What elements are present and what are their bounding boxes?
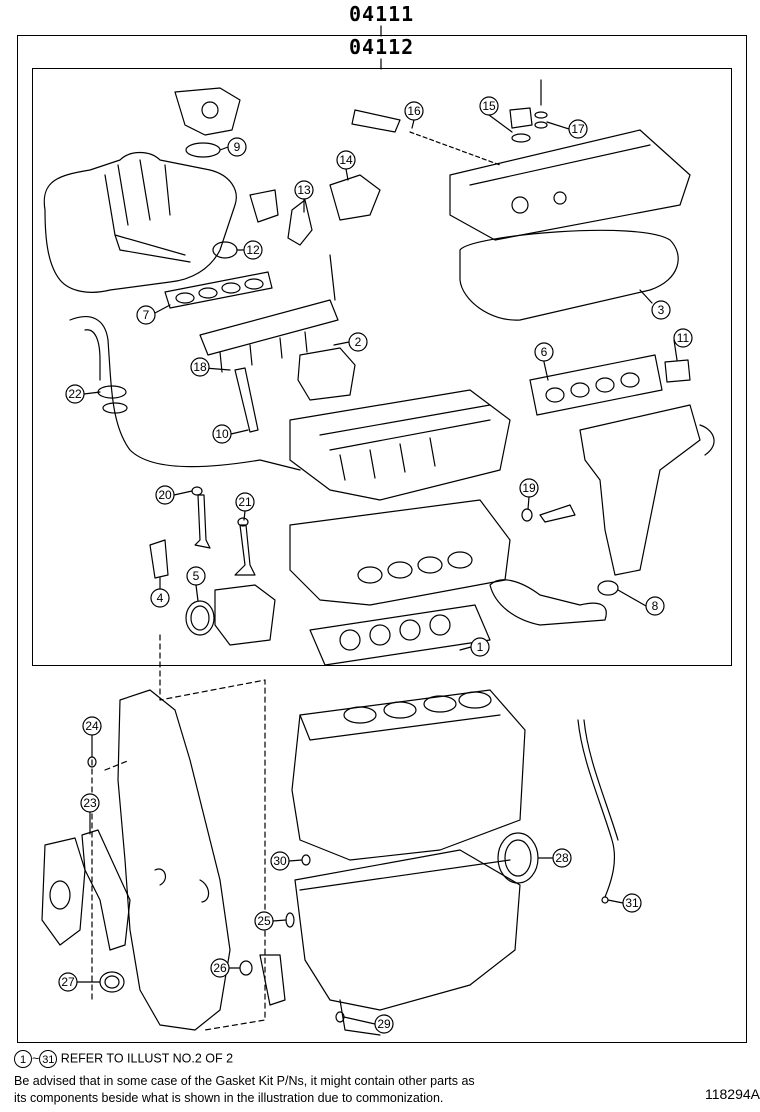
head-gasket-drawing <box>309 604 491 666</box>
callout-17: 17 <box>568 119 588 139</box>
callout-8: 8 <box>645 596 665 616</box>
callout-number: 4 <box>157 591 164 605</box>
callout-number: 2 <box>355 335 362 349</box>
callout-2: 2 <box>348 332 368 352</box>
callout-16: 16 <box>404 101 424 121</box>
callout-29: 29 <box>374 1014 394 1034</box>
callout-number: 28 <box>555 851 569 865</box>
callout-10: 10 <box>212 424 232 444</box>
outer-kit-frame <box>17 35 747 1043</box>
timing-cover-drawing <box>117 689 231 1031</box>
callout-11: 11 <box>673 328 693 348</box>
callout-1: 1 <box>470 637 490 657</box>
callout-15: 15 <box>479 96 499 116</box>
intake-manifold-drawing <box>43 87 241 293</box>
callout-number: 7 <box>143 308 150 322</box>
oil-pan-drawing <box>294 849 521 1036</box>
callout-number: 31 <box>625 896 639 910</box>
callout-27: 27 <box>58 972 78 992</box>
callout-23: 23 <box>80 793 100 813</box>
inner-kit-code: 04112 <box>349 35 415 59</box>
callout-30: 30 <box>270 851 290 871</box>
callout-number: 19 <box>522 481 536 495</box>
callout-number: 17 <box>571 122 585 136</box>
callout-number: 9 <box>234 140 241 154</box>
range-to-badge: 31 <box>39 1050 58 1068</box>
callout-7: 7 <box>136 305 156 325</box>
callout-12: 12 <box>243 240 263 260</box>
callout-24: 24 <box>82 716 102 736</box>
fuel-rail-drawing <box>199 254 339 373</box>
callout-26: 26 <box>210 958 230 978</box>
callout-number: 13 <box>297 183 311 197</box>
callout-number: 15 <box>482 99 496 113</box>
callout-number: 11 <box>677 331 690 345</box>
callout-6: 6 <box>534 342 554 362</box>
advisory-line-1: Be advised that in some case of the Gask… <box>14 1074 475 1088</box>
cylinder-head-cover-drawing <box>449 129 691 241</box>
range-from-badge: 1 <box>14 1050 32 1068</box>
callout-28: 28 <box>552 848 572 868</box>
callout-number: 1 <box>477 640 484 654</box>
callout-number: 14 <box>339 153 353 167</box>
callout-number: 21 <box>238 495 252 509</box>
inner-kit-frame <box>32 68 732 666</box>
callout-number: 22 <box>68 387 82 401</box>
callout-20: 20 <box>155 485 175 505</box>
callout-number: 10 <box>215 427 229 441</box>
callout-4: 4 <box>150 588 170 608</box>
callout-19: 19 <box>519 478 539 498</box>
callout-number: 27 <box>61 975 75 989</box>
callout-21: 21 <box>235 492 255 512</box>
advisory-line-2: its components beside what is shown in t… <box>14 1091 444 1105</box>
callout-number: 23 <box>83 796 97 810</box>
callout-31: 31 <box>622 893 642 913</box>
callout-number: 24 <box>85 719 99 733</box>
refer-text: REFER TO ILLUST NO.2 OF 2 <box>60 1051 234 1066</box>
callout-18: 18 <box>190 357 210 377</box>
outer-kit-code: 04111 <box>349 2 415 26</box>
illustration-id: 118294A <box>704 1086 760 1102</box>
callout-number: 30 <box>273 854 287 868</box>
callout-number: 29 <box>377 1017 391 1031</box>
camshaft-housing-drawing <box>289 389 511 501</box>
callout-25: 25 <box>254 911 274 931</box>
callout-number: 25 <box>257 914 271 928</box>
intake-gasket-drawing <box>164 271 273 309</box>
callout-number: 3 <box>658 303 665 317</box>
exhaust-gasket-drawing <box>529 354 663 416</box>
callout-number: 16 <box>407 104 421 118</box>
cylinder-head-drawing <box>289 499 511 606</box>
callout-number: 6 <box>541 345 548 359</box>
exhaust-manifold-drawing <box>579 404 715 576</box>
callout-number: 26 <box>213 961 227 975</box>
callout-13: 13 <box>294 180 314 200</box>
callout-14: 14 <box>336 150 356 170</box>
range-separator: ~ <box>32 1051 40 1066</box>
refer-note: 1~31 REFER TO ILLUST NO.2 OF 2 <box>14 1050 233 1068</box>
callout-5: 5 <box>186 566 206 586</box>
callout-9: 9 <box>227 137 247 157</box>
callout-number: 12 <box>246 243 260 257</box>
callout-number: 18 <box>193 360 207 374</box>
callout-22: 22 <box>65 384 85 404</box>
callout-number: 8 <box>652 599 659 613</box>
cylinder-block-drawing <box>291 689 526 861</box>
callout-number: 5 <box>193 569 200 583</box>
callout-3: 3 <box>651 300 671 320</box>
callout-number: 20 <box>158 488 172 502</box>
